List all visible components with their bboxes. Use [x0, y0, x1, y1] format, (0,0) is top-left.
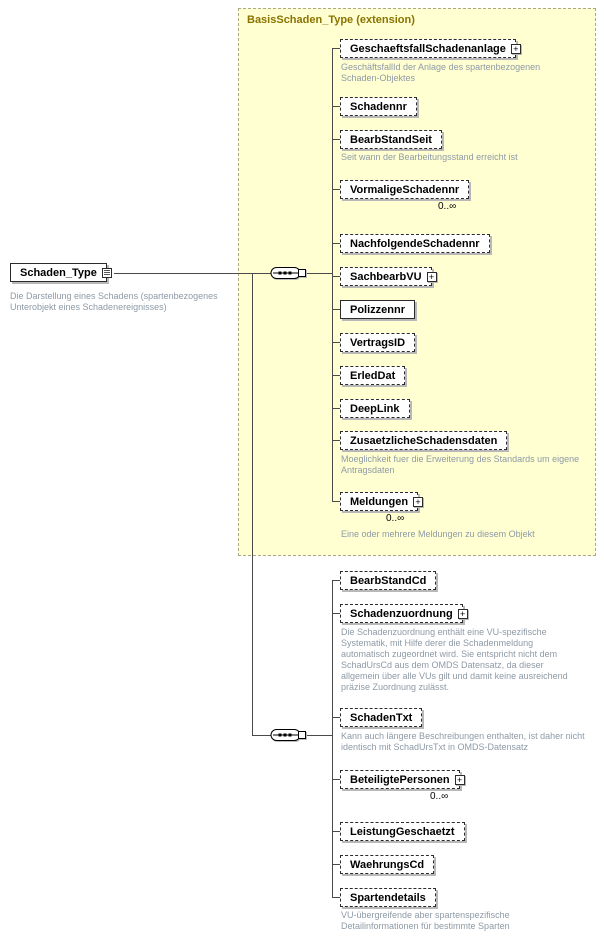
element-waehrungscd[interactable]: WaehrungsCd [340, 855, 435, 874]
occurrence-label: 0..∞ [438, 201, 457, 212]
element-label: Spartendetails [350, 892, 426, 904]
expand-icon[interactable]: + [426, 271, 437, 282]
connector-stub [332, 106, 340, 107]
sequence-icon[interactable] [270, 727, 306, 743]
connector-stub [332, 779, 340, 780]
occurrence-label: 0..∞ [430, 791, 449, 802]
connector-stub [332, 408, 340, 409]
element-spartendetails[interactable]: Spartendetails [340, 888, 436, 907]
content-model-icon[interactable] [101, 267, 112, 278]
element-label: Meldungen [350, 496, 409, 508]
element-label: Schaden_Type [20, 267, 97, 279]
sequence-icon[interactable] [270, 265, 306, 281]
connector-stub [332, 243, 340, 244]
element-zusaetzlicheschadensdaten[interactable]: ZusaetzlicheSchadensdaten [340, 431, 508, 450]
element-label: Schadenzuordnung [350, 608, 453, 620]
connector-stub [332, 309, 340, 310]
connector-stub [332, 580, 340, 581]
annotation-text: Moeglichkeit fuer die Erweiterung des St… [341, 454, 580, 475]
element-erleddat[interactable]: ErledDat [340, 366, 406, 385]
annotation-text: Die Darstellung eines Schadens (spartenb… [10, 291, 218, 312]
connector-stub [332, 717, 340, 718]
connector-stub [332, 48, 340, 49]
connector-stub [332, 375, 340, 376]
element-label: Schadennr [350, 101, 407, 113]
connector-stub [332, 864, 340, 865]
element-geschaeftsfallschadenanlage[interactable]: GeschaeftsfallSchadenanlage + [340, 39, 521, 58]
element-label: Polizzennr [350, 304, 406, 316]
element-schadenzuordnung[interactable]: Schadenzuordnung + [340, 604, 468, 623]
element-label: GeschaeftsfallSchadenanlage [350, 43, 506, 55]
connector-stub [332, 897, 340, 898]
element-label: BearbStandSeit [350, 134, 432, 146]
annotation-text: Kann auch längere Beschreibungen enthalt… [341, 731, 585, 752]
expand-icon[interactable]: + [510, 43, 521, 54]
annotation-text: GeschäftsfallId der Anlage des spartenbe… [341, 62, 541, 83]
expand-icon[interactable]: + [454, 774, 465, 785]
element-nachfolgendeschadennr[interactable]: NachfolgendeSchadennr [340, 234, 490, 253]
connector-stub [332, 189, 340, 190]
expand-icon[interactable]: + [413, 496, 424, 507]
connector-stub [332, 501, 340, 502]
element-schaden-type[interactable]: Schaden_Type [10, 263, 112, 282]
expand-icon[interactable]: + [457, 608, 468, 619]
element-bearbstandseit[interactable]: BearbStandSeit [340, 130, 442, 149]
element-label: VormaligeSchadennr [350, 184, 460, 196]
connector-trunk [332, 48, 333, 501]
element-label: SachbearbVU [350, 271, 422, 283]
element-schadennr[interactable]: Schadennr [340, 97, 417, 116]
connector-stub [332, 613, 340, 614]
annotation-text: Eine oder mehrere Meldungen zu diesem Ob… [341, 529, 535, 539]
connector-line [302, 273, 332, 274]
element-polizzennr[interactable]: Polizzennr [340, 300, 416, 319]
element-bearbstandcd[interactable]: BearbStandCd [340, 571, 437, 590]
element-leistunggeschaetzt[interactable]: LeistungGeschaetzt [340, 822, 465, 841]
connector-stub [332, 139, 340, 140]
connector-line [252, 735, 272, 736]
connector-line [252, 273, 253, 735]
element-label: SchadenTxt [350, 712, 413, 724]
element-vormaligeschadennr[interactable]: VormaligeSchadennr [340, 180, 470, 199]
connector-stub [332, 276, 340, 277]
element-label: DeepLink [350, 403, 400, 415]
connector-trunk [332, 580, 333, 897]
element-label: VertragsID [350, 337, 406, 349]
element-deeplink[interactable]: DeepLink [340, 399, 410, 418]
element-meldungen[interactable]: Meldungen + [340, 492, 424, 511]
element-label: LeistungGeschaetzt [350, 826, 455, 838]
element-label: NachfolgendeSchadennr [350, 238, 480, 250]
element-label: BeteiligtePersonen [350, 774, 450, 786]
connector-stub [332, 440, 340, 441]
connector-stub [332, 342, 340, 343]
connector-stub [332, 831, 340, 832]
element-vertragsid[interactable]: VertragsID [340, 333, 416, 352]
element-schadentxt[interactable]: SchadenTxt [340, 708, 423, 727]
occurrence-label: 0..∞ [386, 513, 405, 524]
extension-label: BasisSchaden_Type (extension) [247, 14, 415, 26]
element-label: ErledDat [350, 370, 396, 382]
element-label: WaehrungsCd [350, 859, 425, 871]
annotation-text: Seit wann der Bearbeitungsstand erreicht… [341, 152, 518, 162]
element-label: ZusaetzlicheSchadensdaten [350, 435, 498, 447]
element-label: BearbStandCd [350, 575, 427, 587]
connector-line [302, 735, 332, 736]
element-beteiligtepersonen[interactable]: BeteiligtePersonen + [340, 770, 465, 789]
element-sachbearbvu[interactable]: SachbearbVU + [340, 267, 437, 286]
annotation-text: Die Schadenzuordnung enthält eine VU-spe… [341, 627, 568, 692]
connector-line [114, 273, 272, 274]
annotation-text: VU-übergreifende aber spartenspezifische… [341, 910, 510, 931]
